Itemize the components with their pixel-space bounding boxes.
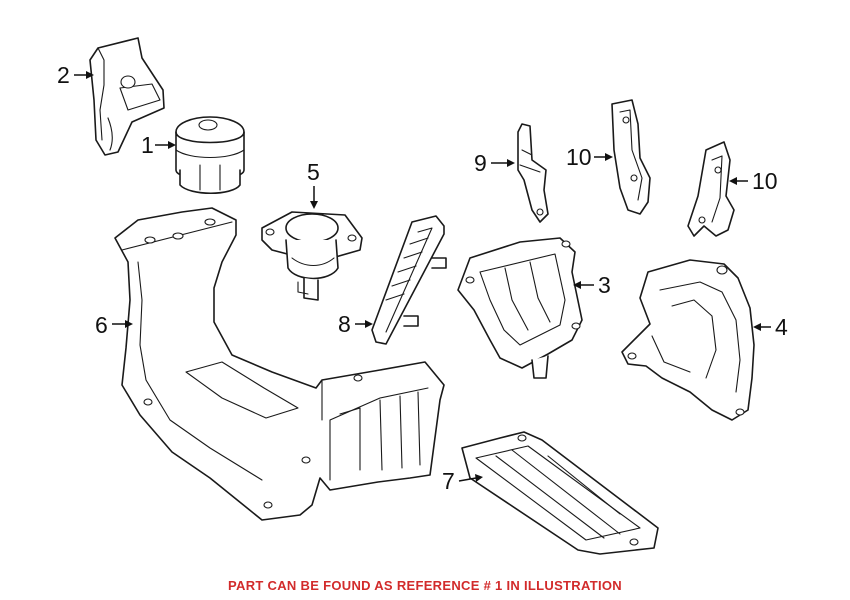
part-2-bracket (89, 37, 165, 156)
callout-8: 8 (338, 311, 373, 337)
part-9-bracket (517, 123, 549, 223)
svg-text:6: 6 (95, 312, 108, 338)
callout-3: 3 (573, 272, 611, 298)
svg-text:2: 2 (57, 62, 70, 88)
part-6-crossmember (114, 207, 445, 521)
part-10-bracket-left (611, 99, 651, 215)
part-1-engine-mount (175, 116, 245, 194)
callout-7: 7 (442, 468, 483, 494)
svg-text:5: 5 (307, 159, 320, 185)
callout-10-left: 10 (566, 144, 613, 170)
callout-10-right: 10 (729, 168, 778, 194)
callout-2: 2 (57, 62, 94, 88)
callout-9: 9 (474, 150, 515, 176)
part-7-skid-plate (461, 431, 659, 555)
svg-text:1: 1 (141, 132, 154, 158)
svg-text:8: 8 (338, 311, 351, 337)
callout-4: 4 (753, 314, 788, 340)
part-4-bracket (621, 259, 755, 421)
part-3-bracket (457, 237, 583, 379)
part-5-engine-mount (261, 211, 363, 301)
svg-text:4: 4 (775, 314, 788, 340)
svg-text:9: 9 (474, 150, 487, 176)
svg-text:10: 10 (566, 144, 592, 170)
callout-6: 6 (95, 312, 133, 338)
svg-text:3: 3 (598, 272, 611, 298)
part-8-bracket (371, 215, 447, 345)
part-10-bracket-right (687, 141, 735, 237)
svg-text:7: 7 (442, 468, 455, 494)
callout-1: 1 (141, 132, 176, 158)
reference-note: PART CAN BE FOUND AS REFERENCE # 1 IN IL… (228, 578, 622, 593)
callout-5: 5 (307, 159, 320, 209)
svg-text:10: 10 (752, 168, 778, 194)
